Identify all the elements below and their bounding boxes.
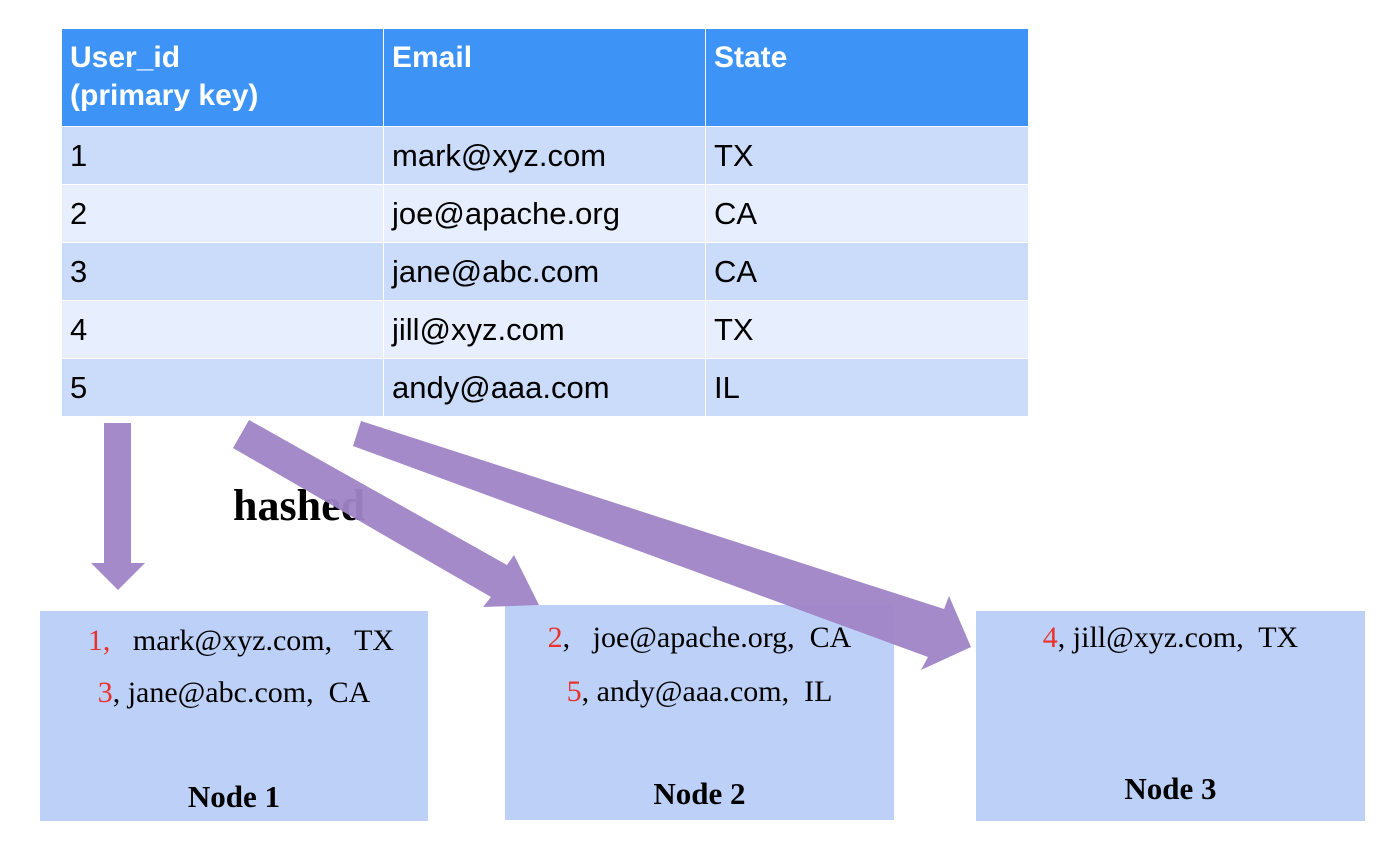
table-row: 4 jill@xyz.com TX [61,300,1029,359]
node-2-record-1-values: , joe@apache.org, CA [562,621,852,654]
node-3-record-1: 4, jill@xyz.com, TX [976,620,1365,656]
cell-state: IL [705,358,1029,417]
node-3-title: Node 3 [1124,771,1217,806]
node-1-record-1-values: mark@xyz.com, TX [110,624,395,657]
node-2-title: Node 2 [653,776,746,811]
node-2-box: 2, joe@apache.org, CA 5, andy@aaa.com, I… [505,605,894,820]
node-1-record-2: 3, jane@abc.com, CA [40,675,428,711]
cell-state: CA [705,184,1029,243]
cell-email: joe@apache.org [383,184,706,243]
node-1-box: 1, mark@xyz.com, TX 3, jane@abc.com, CA … [40,611,428,821]
cell-email: jane@abc.com [383,242,706,301]
column-header-user-id-sublabel: (primary key) [70,79,259,112]
cell-user-id: 4 [61,300,384,359]
cell-user-id: 3 [61,242,384,301]
cell-state: TX [705,126,1029,185]
node-2-record-2-values: , andy@aaa.com, IL [581,675,833,708]
node-1-record-1: 1, mark@xyz.com, TX [40,623,428,659]
cell-user-id: 1 [61,126,384,185]
cell-email: andy@aaa.com [383,358,706,417]
cell-email: mark@xyz.com [383,126,706,185]
node-1-title: Node 1 [187,779,281,814]
cell-user-id: 2 [61,184,384,243]
node-3-record-1-key: 4 [1042,621,1058,654]
node-2-record-2: 5, andy@aaa.com, IL [505,674,894,710]
node-2-record-1-key: 2 [547,621,563,654]
node-2-record-2-key: 5 [566,675,582,708]
column-header-state: State [705,28,1029,127]
column-header-user-id: User_id (primary key) [61,28,384,127]
cell-state: CA [705,242,1029,301]
cell-user-id: 5 [61,358,384,417]
node-1-record-2-key: 3 [97,676,113,709]
node-3-record-1-values: , jill@xyz.com, TX [1057,621,1299,654]
user-table: User_id (primary key) Email State 1 mark… [61,28,1029,417]
table-row: 2 joe@apache.org CA [61,184,1029,243]
column-header-email-label: Email [392,41,473,74]
cell-email: jill@xyz.com [383,300,706,359]
node-1-record-1-key: 1, [87,624,111,657]
column-header-email: Email [383,28,706,127]
table-row: 5 andy@aaa.com IL [61,358,1029,417]
column-header-user-id-label: User_id [70,41,181,74]
cell-state: TX [705,300,1029,359]
table-row: 1 mark@xyz.com TX [61,126,1029,185]
arrow-to-node-1 [91,423,145,590]
node-2-record-1: 2, joe@apache.org, CA [505,620,894,656]
node-1-record-2-values: , jane@abc.com, CA [112,676,371,709]
table-row: 3 jane@abc.com CA [61,242,1029,301]
node-3-box: 4, jill@xyz.com, TX Node 3 [976,611,1365,821]
table-header-row: User_id (primary key) Email State [61,28,1029,127]
column-header-state-label: State [714,41,788,74]
hashed-label: hashed [233,481,366,530]
